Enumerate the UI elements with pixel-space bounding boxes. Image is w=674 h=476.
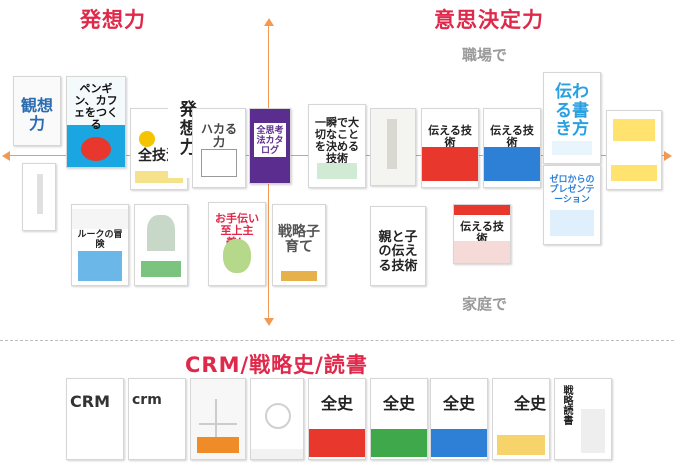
book-senryaku-kosodate[interactable]: 戦略子育て [272, 204, 326, 286]
book-zenshi-orange[interactable]: 全史 [492, 378, 550, 460]
book-tsutaeru-blue[interactable]: 伝える技術 [483, 108, 541, 188]
arrow-down-icon [264, 318, 274, 326]
book-route[interactable]: ルークの冒険 [71, 204, 129, 286]
book-small-vertical[interactable] [22, 163, 56, 231]
label-shokuba: 職場で [462, 46, 508, 64]
book-crm1[interactable]: CRM [66, 378, 124, 460]
book-tsutaeru-red[interactable]: 伝える技術 [421, 108, 479, 188]
heading-crm: CRM/戦略史/読書 [185, 353, 368, 377]
book-business-model[interactable] [250, 378, 304, 460]
book-puresen[interactable]: ゼロからのプレゼンテーション [543, 165, 601, 245]
book-oyako[interactable]: 親と子の伝える技術 [370, 206, 426, 286]
book-hakaru[interactable]: ハカる力 [192, 108, 246, 188]
book-otetsudai[interactable]: お手伝い至上主義！ [208, 202, 266, 286]
book-senryaku-dokusho[interactable]: 戦略読書 [554, 378, 612, 460]
book-pengin[interactable]: ペンギン、カフェをつくる [66, 76, 126, 168]
book-zenshi-blue[interactable]: 全史 [430, 378, 488, 460]
book-zenshikou[interactable]: 全思考法カタログ [249, 108, 291, 184]
book-crm2[interactable]: crm [128, 378, 186, 460]
book-taisetsu[interactable]: 一瞬で大切なことを決める技術 [308, 104, 366, 188]
book-zenshi-eng[interactable]: 全史 [308, 378, 366, 460]
heading-ishi: 意思決定力 [434, 8, 544, 32]
book-kanso[interactable]: 観想力 [13, 76, 61, 146]
book-portrait[interactable] [134, 204, 188, 286]
label-katei: 家庭で [462, 295, 508, 313]
book-tsutawaru[interactable]: 伝わる書き方 [543, 72, 601, 164]
arrow-right-icon [664, 151, 672, 161]
book-dvd[interactable]: 伝える技術 [453, 204, 511, 264]
book-zenshi-green[interactable]: 全史 [370, 378, 428, 460]
book-yellow-cartoon[interactable] [606, 110, 662, 190]
arrow-up-icon [264, 18, 274, 26]
book-gray-cross[interactable] [190, 378, 246, 460]
heading-hassou: 発想力 [80, 8, 146, 32]
section-divider [0, 340, 674, 341]
arrow-left-icon [2, 151, 10, 161]
book-plain-gray[interactable] [370, 108, 416, 186]
